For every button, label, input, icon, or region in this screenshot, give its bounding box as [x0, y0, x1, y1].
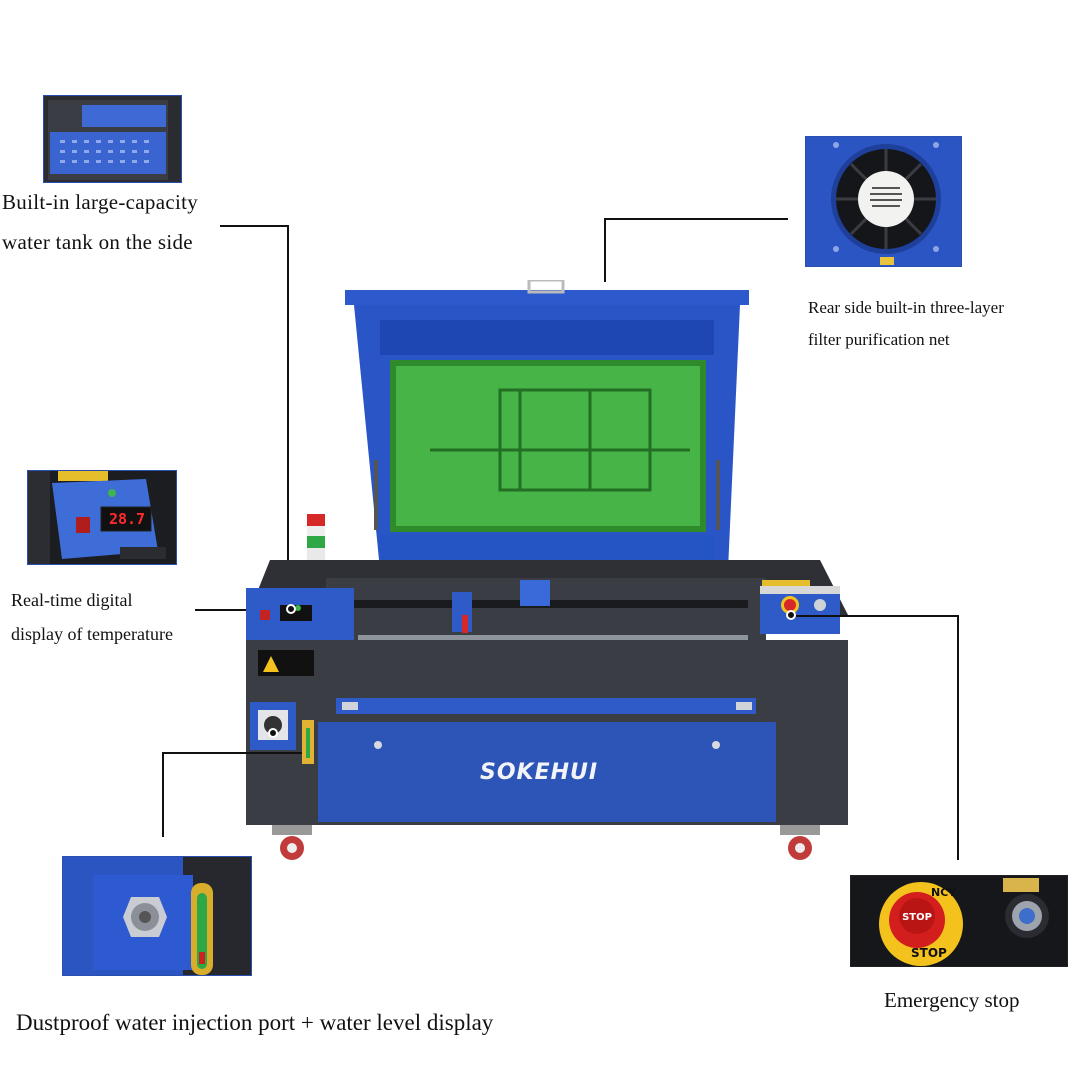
temperature-caption-line-2: display of temperature — [11, 624, 173, 644]
water-port-leader-h — [162, 752, 302, 754]
front-door — [318, 722, 776, 822]
filter-caption-line-1: Rear side built-in three-layer — [808, 298, 1004, 317]
temperature-marker-dot — [286, 604, 296, 614]
water-tank-photo — [44, 96, 181, 182]
emergency-stop-photo — [851, 876, 1067, 966]
stop-button-label: STOP — [902, 912, 932, 923]
brand-logo: SOKEHUI — [480, 760, 599, 785]
stop-ring-bottom-text: STOP — [911, 946, 947, 960]
water-tank-caption-line-2: water tank on the side — [2, 230, 193, 254]
water-port-marker-dot — [268, 728, 278, 738]
lid-top — [345, 290, 749, 305]
filter-leader-h — [604, 218, 788, 220]
caster-right — [780, 825, 820, 860]
water-port-leader-v — [162, 752, 164, 837]
water-tank-caption-line-1: Built-in large-capacity — [2, 190, 199, 214]
water-port-photo — [63, 857, 251, 975]
stop-leader-h — [796, 615, 958, 617]
water-tank-leader-h — [220, 225, 288, 227]
emergency-stop-caption: Emergency stop — [884, 988, 1020, 1012]
laser-head-carriage — [520, 580, 550, 606]
filter-leader-v — [604, 218, 606, 282]
laser-machine-photo — [246, 280, 848, 860]
water-port-inset — [62, 856, 252, 976]
caster-left — [272, 825, 312, 860]
fan-photo — [806, 137, 961, 266]
temperature-readout: 28.7 — [108, 510, 146, 528]
temperature-panel-photo — [28, 471, 176, 564]
stop-ring-top-text: NCY — [931, 886, 957, 899]
emergency-stop-inset: STOP NCY STOP — [850, 875, 1068, 967]
temperature-caption-line-1: Real-time digital — [11, 590, 133, 610]
water-port-caption: Dustproof water injection port + water l… — [16, 1010, 494, 1035]
stop-leader-v — [957, 615, 959, 860]
temperature-leader — [195, 609, 290, 611]
temperature-inset: 28.7 — [27, 470, 177, 565]
filter-fan-inset — [805, 136, 962, 267]
stop-marker-dot — [786, 610, 796, 620]
water-tank-inset — [43, 95, 182, 183]
lid-handle — [527, 280, 565, 294]
water-tank-leader-v — [287, 225, 289, 577]
filter-caption-line-2: filter purification net — [808, 330, 950, 349]
